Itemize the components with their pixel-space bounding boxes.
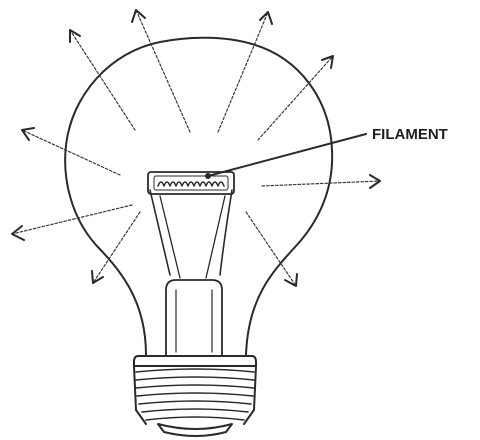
thread-3	[136, 385, 254, 388]
glass-stem-left	[150, 190, 170, 275]
ray-top-center	[136, 10, 190, 132]
ray-lower-left	[12, 205, 132, 234]
glass-stem-right	[220, 190, 232, 275]
ray-top-right	[218, 12, 268, 132]
ray-right	[262, 181, 380, 186]
lead-wire-left	[160, 196, 180, 278]
ray-lower-left-diagonal	[93, 212, 140, 283]
base-rim	[134, 356, 256, 366]
ray-arrowhead	[22, 128, 34, 140]
thread-2	[136, 377, 254, 380]
filament-holder	[148, 172, 234, 194]
ray-left	[22, 130, 120, 175]
screw-threads	[136, 369, 254, 420]
lead-wire-right	[206, 196, 225, 278]
inner-tube	[166, 280, 222, 355]
thread-5	[139, 401, 251, 404]
ray-arrowhead	[285, 274, 297, 286]
light-rays	[12, 10, 380, 286]
ray-top-left	[70, 30, 135, 130]
thread-6	[142, 409, 248, 412]
thread-4	[137, 393, 253, 396]
thread-7	[146, 417, 244, 420]
filament-leader-line	[208, 134, 366, 176]
filament-coil	[158, 182, 224, 186]
filament-label: FILAMENT	[372, 126, 448, 143]
bulb-glass-outline	[65, 38, 332, 355]
base-contact	[158, 424, 232, 436]
filament-leader-dot	[205, 173, 211, 179]
thread-1	[136, 369, 254, 372]
ray-arrowhead	[70, 30, 80, 42]
